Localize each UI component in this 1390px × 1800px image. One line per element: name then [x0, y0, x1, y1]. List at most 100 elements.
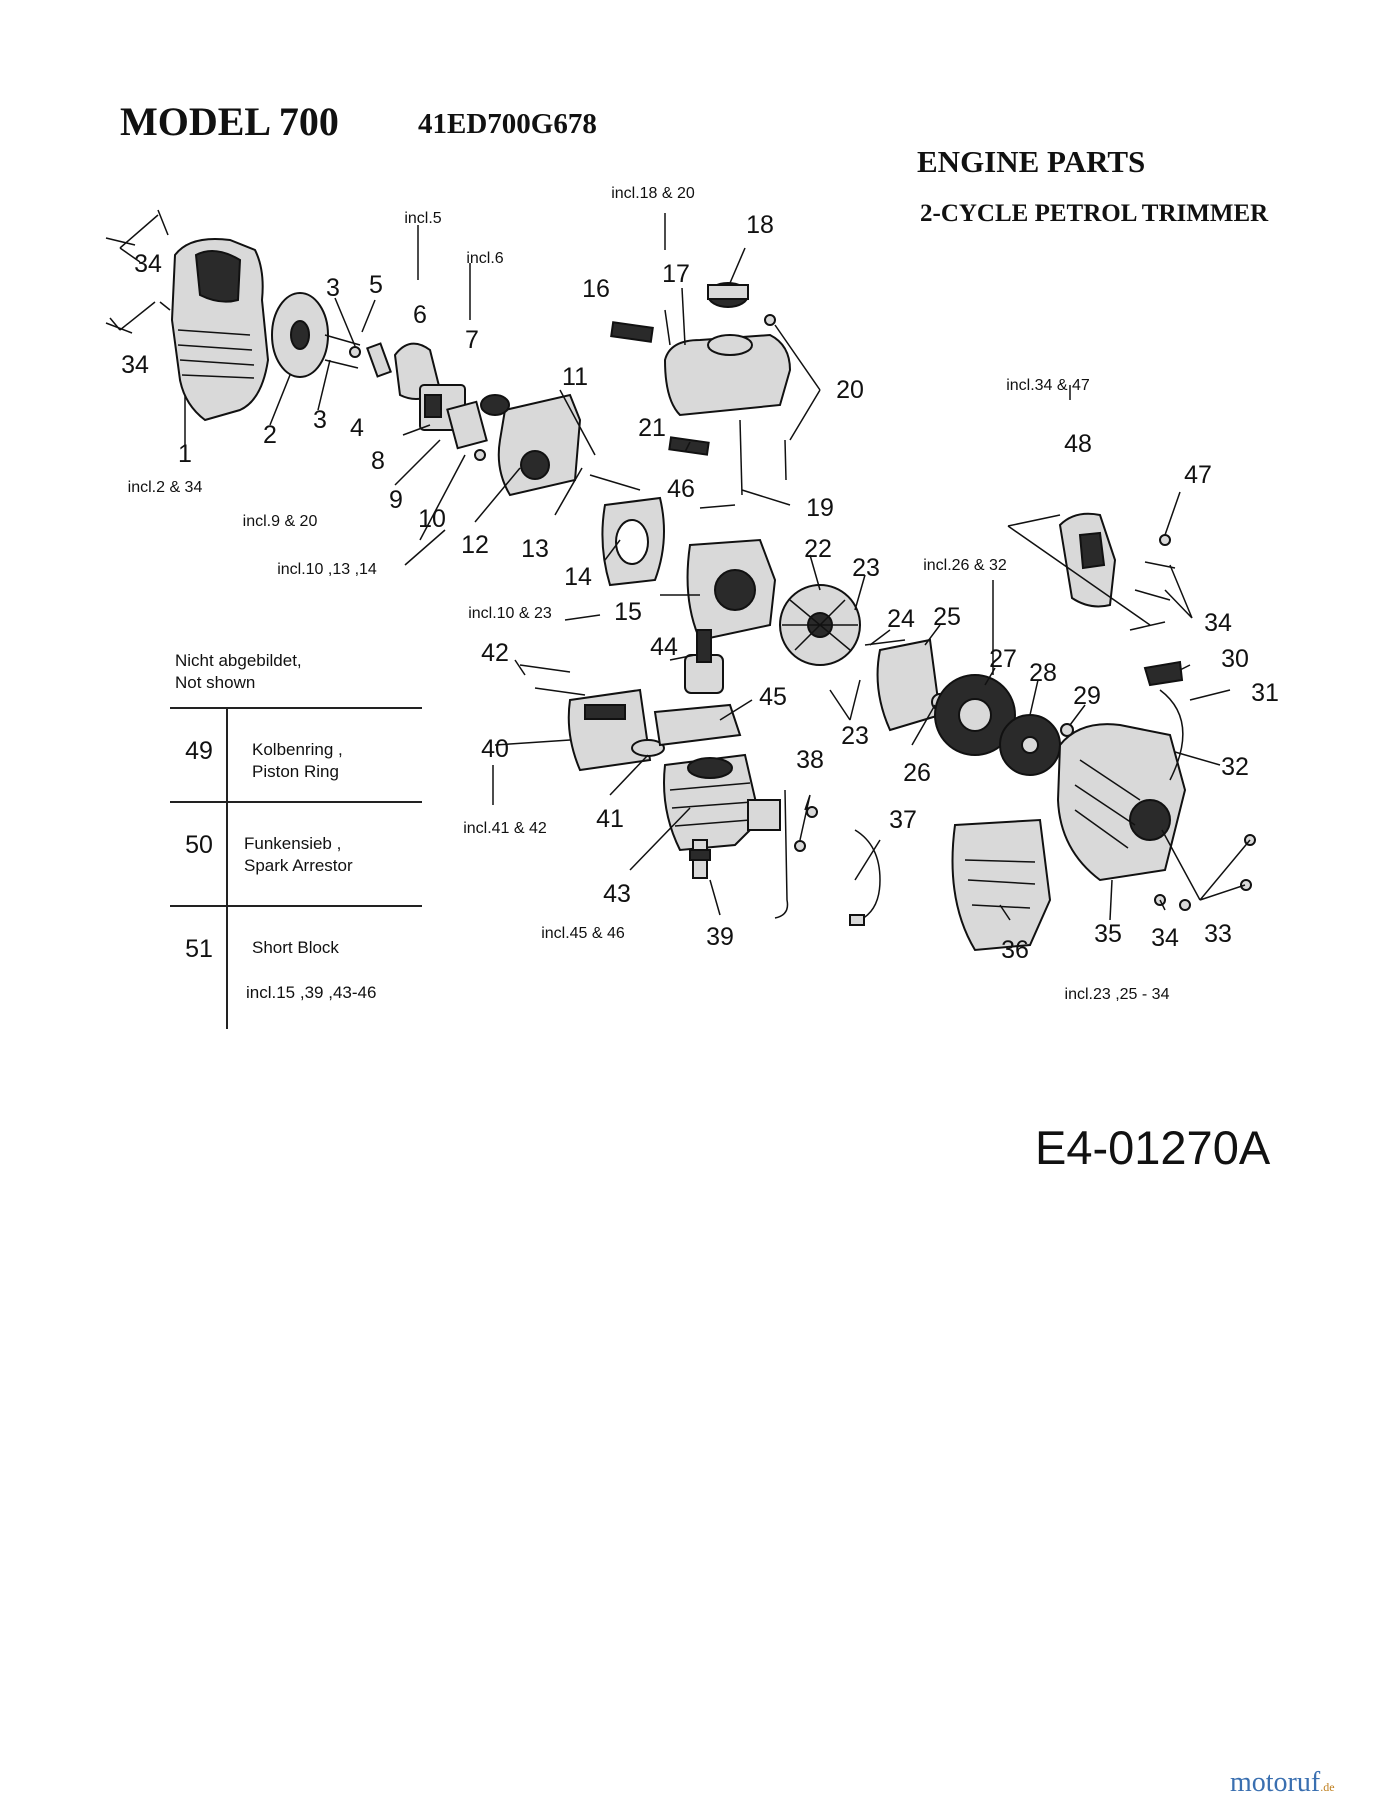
- callout-38: 38: [796, 746, 824, 774]
- note-incl-6: incl.6: [466, 250, 503, 267]
- part-top-cover: [1058, 512, 1171, 608]
- callout-33: 33: [1204, 920, 1232, 948]
- section-title: ENGINE PARTS: [917, 144, 1146, 179]
- callout-41: 41: [596, 805, 624, 833]
- callout-31: 31: [1251, 679, 1279, 707]
- product-title: 2-CYCLE PETROL TRIMMER: [920, 200, 1269, 227]
- note-incl-45-46: incl.45 & 46: [541, 925, 625, 942]
- callout-34: 34: [134, 250, 162, 278]
- note-incl-10-23: incl.10 & 23: [468, 605, 552, 622]
- callout-22: 22: [804, 535, 832, 563]
- part-cylinder-shroud: [951, 818, 1052, 952]
- callout-17: 17: [662, 260, 690, 288]
- note-incl-41-42: incl.41 & 42: [463, 820, 547, 837]
- part-air-box: [480, 393, 665, 587]
- callout-14: 14: [564, 563, 592, 591]
- part-name-de: Short Block: [252, 938, 339, 957]
- part-description: Funkensieb , Spark Arrestor: [244, 833, 353, 877]
- callout-29: 29: [1073, 682, 1101, 710]
- note-incl-26-32: incl.26 & 32: [923, 557, 1007, 574]
- leader-lines: [109, 213, 1251, 921]
- not-shown-title-en: Not shown: [175, 673, 256, 692]
- callout-23: 23: [841, 722, 869, 750]
- callout-46: 46: [667, 475, 695, 503]
- callout-43: 43: [603, 880, 631, 908]
- callout-6: 6: [413, 301, 427, 329]
- part-name-en: Spark Arrestor: [244, 856, 353, 875]
- callout-20: 20: [836, 376, 864, 404]
- watermark-logo: motoruf.de: [1230, 1767, 1335, 1799]
- part-air-filter: [271, 292, 329, 378]
- callout-numbers: 34 34 1 2 3 3 4 5 6 7 8 9 10 11 12 13 14…: [121, 211, 1279, 964]
- callout-45: 45: [759, 683, 787, 711]
- part-number: 50: [185, 831, 213, 859]
- part-ignition-coil: [747, 789, 881, 926]
- callout-4: 4: [350, 414, 364, 442]
- not-shown-table: 49 Kolbenring , Piston Ring 50 Funkensie…: [170, 707, 422, 1009]
- callout-5: 5: [369, 271, 383, 299]
- drawing-code: E4-01270A: [1035, 1121, 1271, 1174]
- callout-42: 42: [481, 639, 509, 667]
- callout-34: 34: [121, 351, 149, 379]
- part-includes: incl.15 ,39 ,43-46: [246, 983, 377, 1002]
- part-name-de: Funkensieb ,: [244, 834, 342, 853]
- callout-7: 7: [465, 326, 479, 354]
- not-shown-title-de: Nicht abgebildet,: [175, 651, 302, 670]
- callout-3: 3: [313, 406, 327, 434]
- not-shown-row: 51 Short Block incl.15 ,39 ,43-46: [170, 905, 422, 1009]
- callout-1: 1: [178, 440, 192, 468]
- part-spark-plug: [689, 839, 711, 879]
- callout-3: 3: [326, 274, 340, 302]
- callout-25: 25: [933, 603, 961, 631]
- part-screws-34: [105, 209, 1256, 911]
- callout-48: 48: [1064, 430, 1092, 458]
- part-muffler: [519, 664, 665, 772]
- note-incl-2-34: incl.2 & 34: [128, 479, 203, 496]
- callout-15: 15: [614, 598, 642, 626]
- model-number: 41ED700G678: [418, 108, 597, 140]
- callout-10: 10: [418, 505, 446, 533]
- watermark-tld: .de: [1320, 1780, 1335, 1794]
- part-engine-housing: [170, 238, 270, 422]
- callout-39: 39: [706, 923, 734, 951]
- callout-18: 18: [746, 211, 774, 239]
- callout-16: 16: [582, 275, 610, 303]
- table-divider: [226, 707, 228, 1029]
- part-number: 51: [185, 935, 213, 963]
- callout-2: 2: [263, 421, 277, 449]
- model-title: MODEL 700: [120, 99, 339, 144]
- part-starter-pulley: [876, 638, 1061, 776]
- part-name-de: Kolbenring ,: [252, 740, 343, 759]
- callout-19: 19: [806, 494, 834, 522]
- part-carburetor: [419, 384, 488, 461]
- callout-12: 12: [461, 531, 489, 559]
- part-fuel-tank: [610, 282, 792, 496]
- callout-13: 13: [521, 535, 549, 563]
- callout-23: 23: [852, 554, 880, 582]
- note-incl-23-25-34: incl.23 ,25 - 34: [1065, 986, 1170, 1003]
- part-number: 49: [185, 737, 213, 765]
- part-description: Short Block: [252, 937, 339, 959]
- note-incl-18-20: incl.18 & 20: [611, 185, 695, 202]
- part-name-en: Piston Ring: [252, 762, 339, 781]
- note-incl-34-47: incl.34 & 47: [1006, 377, 1090, 394]
- note-incl-10-13-14: incl.10 ,13 ,14: [277, 561, 377, 578]
- note-incl-5: incl.5: [404, 210, 441, 227]
- callout-9: 9: [389, 486, 403, 514]
- callout-21: 21: [638, 414, 666, 442]
- part-cylinder: [653, 629, 762, 852]
- callout-36: 36: [1001, 936, 1029, 964]
- callout-24: 24: [887, 605, 915, 633]
- callout-30: 30: [1221, 645, 1249, 673]
- callout-32: 32: [1221, 753, 1249, 781]
- callout-37: 37: [889, 806, 917, 834]
- callout-40: 40: [481, 735, 509, 763]
- callout-11: 11: [562, 363, 588, 391]
- callout-44: 44: [650, 633, 678, 661]
- not-shown-row: 50 Funkensieb , Spark Arrestor: [170, 801, 422, 905]
- part-description: Kolbenring , Piston Ring: [252, 739, 343, 783]
- part-starter-housing: [1056, 660, 1187, 882]
- part-crankcase: [686, 538, 906, 666]
- callout-35: 35: [1094, 920, 1122, 948]
